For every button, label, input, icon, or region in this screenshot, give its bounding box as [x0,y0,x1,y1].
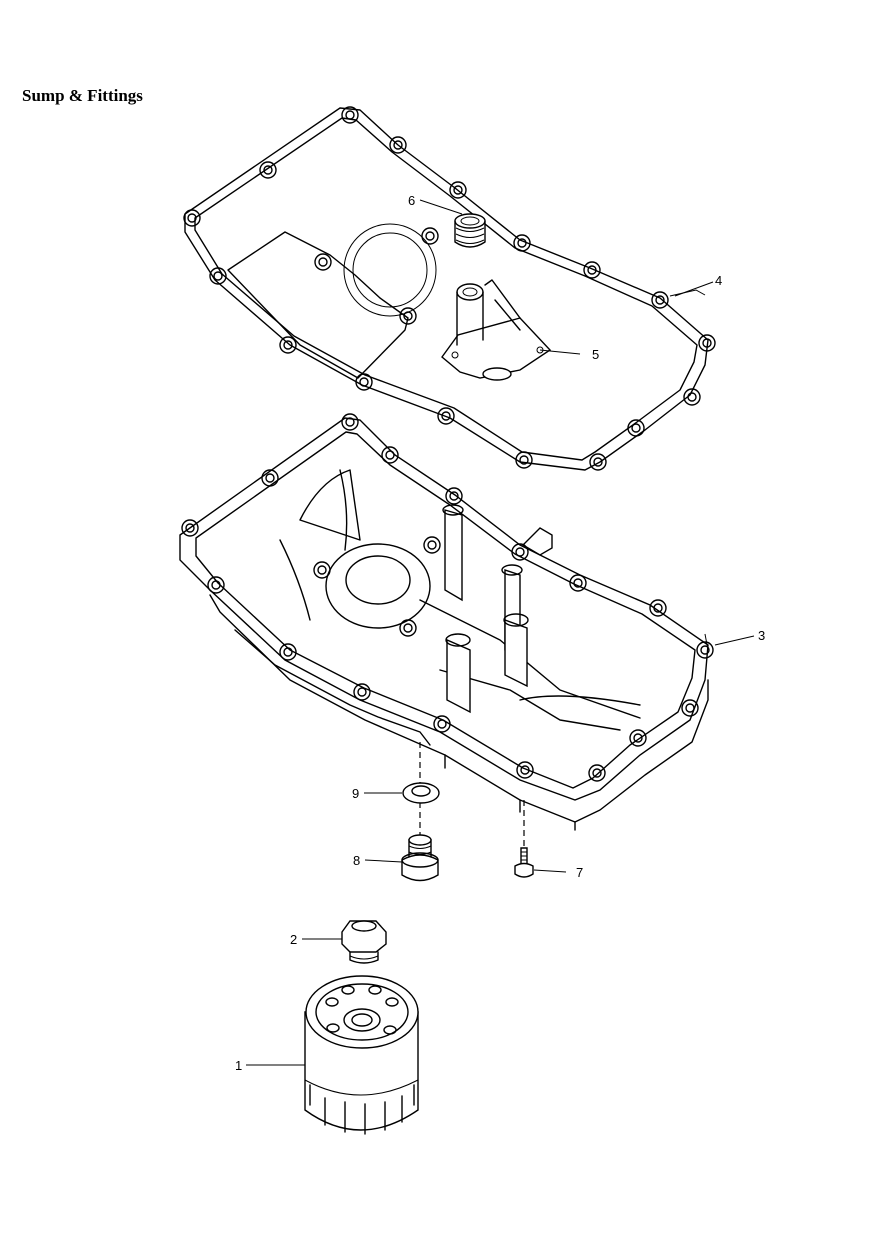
callout-7: 7 [576,865,583,880]
sump-gasket [183,106,716,471]
sealing-washer [402,782,440,804]
leader-3 [714,635,755,646]
sump-pan [179,413,714,831]
callout-6: 6 [408,193,415,208]
callout-leaders [246,199,709,1066]
callout-8: 8 [353,853,360,868]
callout-5: 5 [592,347,599,362]
leader-4 [674,281,714,297]
sump-plug-fitting [454,213,486,248]
page-title: Sump & Fittings [22,86,143,105]
callout-9: 9 [352,786,359,801]
callout-1: 1 [235,1058,242,1073]
callout-4: 4 [715,273,722,288]
oil-strainer [441,279,552,381]
filter-adaptor [341,920,387,964]
drain-plug [401,834,439,882]
callout-2: 2 [290,932,297,947]
oil-filter [304,975,419,1135]
callout-3: 3 [758,628,765,643]
sump-bolt [514,847,534,878]
